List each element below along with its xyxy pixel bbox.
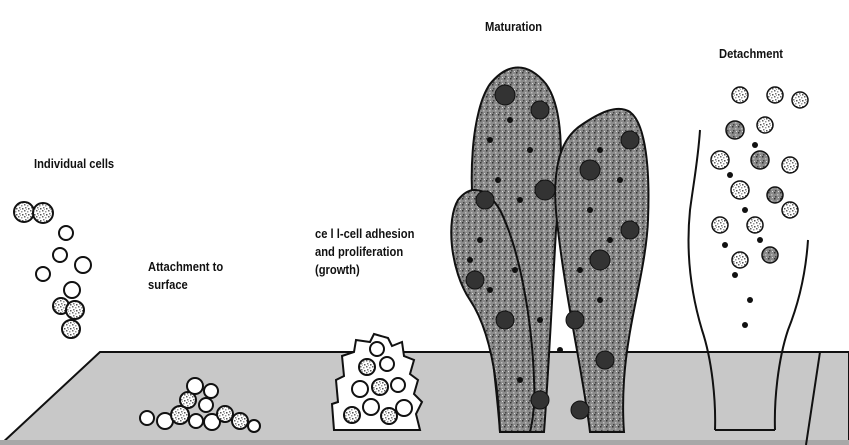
surface-slab	[0, 352, 849, 445]
microcolony-group	[332, 334, 422, 430]
surface-top	[0, 352, 849, 445]
surface-front	[0, 440, 849, 445]
label-adhesion-line-3: (growth)	[315, 261, 414, 279]
individual-cells-group	[14, 202, 91, 338]
label-maturation-text: Maturation	[485, 19, 542, 34]
label-attachment-line-2: surface	[148, 276, 223, 294]
label-individual-cells: Individual cells	[34, 155, 114, 173]
label-individual-cells-text: Individual cells	[34, 156, 114, 171]
label-adhesion-line-1: ce l l-cell adhesion	[315, 225, 414, 243]
label-detachment-text: Detachment	[719, 46, 783, 61]
label-adhesion-line-2: and proliferation	[315, 243, 414, 261]
label-attachment: Attachment to surface	[148, 258, 223, 294]
label-attachment-line-1: Attachment to	[148, 258, 223, 276]
label-adhesion: ce l l-cell adhesion and proliferation (…	[315, 225, 414, 279]
label-maturation: Maturation	[485, 18, 542, 36]
label-detachment: Detachment	[719, 45, 783, 63]
